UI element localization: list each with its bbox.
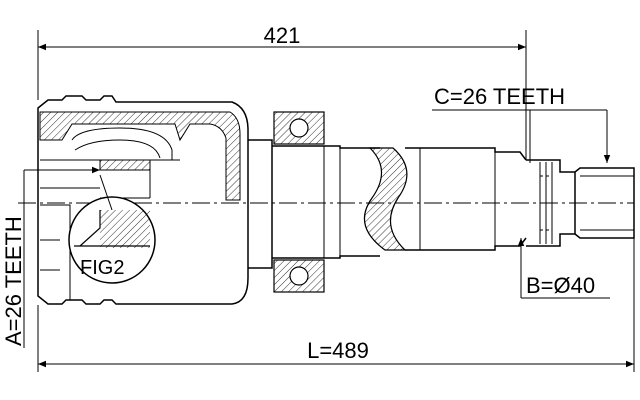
bearing-bottom	[273, 257, 325, 293]
callout-a-teeth: A=26 TEETH	[1, 166, 100, 348]
dimension-l: L=489	[37, 205, 635, 372]
fig2-label: FIG2	[80, 257, 124, 279]
dimension-l-label: L=489	[307, 338, 369, 363]
joint-housing	[37, 95, 249, 305]
dimension-421-label: 421	[264, 23, 301, 48]
housing-section-upper	[39, 111, 241, 201]
callout-c-teeth-label: C=26 TEETH	[434, 84, 565, 109]
shaft	[272, 145, 635, 259]
callout-a-teeth-label: A=26 TEETH	[1, 216, 26, 346]
dimension-421: 421	[37, 23, 527, 160]
callout-c-teeth: C=26 TEETH	[432, 84, 611, 163]
spline-block	[99, 159, 151, 171]
bearing-top	[273, 111, 325, 147]
housing-neck	[248, 139, 273, 269]
callout-b-diameter-label: B=Ø40	[526, 273, 595, 298]
callout-b-diameter: B=Ø40	[517, 238, 610, 299]
fig2-detail: FIG2	[68, 174, 156, 284]
